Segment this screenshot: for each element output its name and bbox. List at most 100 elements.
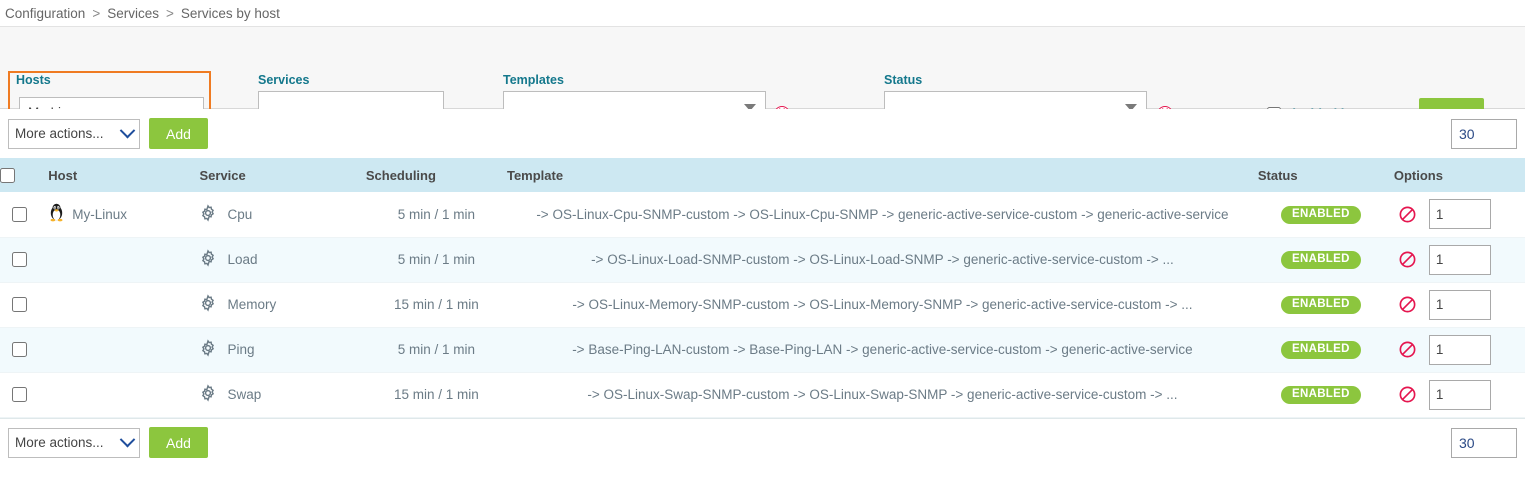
column-header-service: Service xyxy=(199,167,246,183)
service-name[interactable]: Memory xyxy=(227,297,277,312)
gear-icon xyxy=(199,249,217,270)
status-cell: ENABLED xyxy=(1257,237,1384,283)
add-button-bottom[interactable]: Add xyxy=(149,427,208,458)
row-select-cell xyxy=(0,327,39,373)
breadcrumb-separator: > xyxy=(165,5,174,21)
template-chain: -> OS-Linux-Swap-SNMP-custom -> OS-Linux… xyxy=(587,387,1178,402)
status-cell: ENABLED xyxy=(1257,372,1384,418)
row-checkbox[interactable] xyxy=(11,387,27,403)
service-cell: Cpu xyxy=(189,192,366,238)
select-all-checkbox[interactable] xyxy=(0,168,15,184)
scheduling-cell: 5 min / 1 min xyxy=(365,237,507,283)
table-row: Memory 15 min / 1 min -> OS-Linux-Memory-S… xyxy=(0,282,1525,328)
template-chain: -> OS-Linux-Memory-SNMP-custom -> OS-Lin… xyxy=(572,297,1193,312)
row-checkbox[interactable] xyxy=(11,252,27,268)
service-name[interactable]: Cpu xyxy=(227,206,253,222)
disable-icon[interactable] xyxy=(1398,295,1417,314)
filter-templates-label: Templates xyxy=(503,73,564,87)
more-actions-select-top[interactable]: More actions... xyxy=(8,118,140,149)
status-cell: ENABLED xyxy=(1257,327,1384,373)
template-chain: -> OS-Linux-Cpu-SNMP-custom -> OS-Linux-… xyxy=(536,206,1229,222)
option-number-input[interactable] xyxy=(1428,289,1491,320)
breadcrumb-item-configuration[interactable]: Configuration xyxy=(5,5,86,21)
service-cell: Ping xyxy=(189,327,366,373)
select-all-header xyxy=(0,158,39,192)
host-cell xyxy=(38,237,190,283)
row-select-cell xyxy=(0,192,39,238)
table-row: Ping 5 min / 1 min -> Base-Ping-LAN-custom… xyxy=(0,327,1525,373)
toolbar-bottom: More actions... Add 30 xyxy=(0,417,1525,467)
table-row: Swap 15 min / 1 min -> OS-Linux-Swap-SNMP-… xyxy=(0,372,1525,418)
disable-icon[interactable] xyxy=(1398,250,1417,269)
disable-icon[interactable] xyxy=(1398,340,1417,359)
page-size-value-bottom: 30 xyxy=(1459,434,1475,451)
disable-icon[interactable] xyxy=(1398,205,1417,224)
gear-icon xyxy=(199,204,217,225)
column-header-scheduling: Scheduling xyxy=(365,167,436,183)
column-header-status: Status xyxy=(1257,167,1298,183)
disable-icon[interactable] xyxy=(1398,385,1417,404)
status-cell: ENABLED xyxy=(1257,192,1384,238)
breadcrumb-item-services-by-host[interactable]: Services by host xyxy=(180,5,280,21)
status-badge: ENABLED xyxy=(1281,250,1361,270)
template-chain: -> OS-Linux-Load-SNMP-custom -> OS-Linux… xyxy=(591,252,1174,267)
service-cell: Swap xyxy=(189,372,366,418)
table-row: My-Linux Cpu 5 min / 1 min -> OS-Linux-Cpu-… xyxy=(0,192,1525,238)
filter-hosts-label: Hosts xyxy=(16,73,51,87)
table-header-row: Host Service Scheduling Template Status … xyxy=(0,158,1525,192)
scheduling-cell: 5 min / 1 min xyxy=(365,327,507,373)
row-select-cell xyxy=(0,237,39,283)
filter-hosts-group: Hosts xyxy=(16,73,51,91)
row-select-cell xyxy=(0,282,39,328)
row-checkbox[interactable] xyxy=(11,207,27,223)
template-chain: -> Base-Ping-LAN-custom -> Base-Ping-LAN… xyxy=(572,342,1193,357)
status-badge: ENABLED xyxy=(1281,205,1361,224)
column-header-template: Template xyxy=(506,167,564,183)
add-button-top[interactable]: Add xyxy=(149,118,208,149)
toolbar-top: More actions... Add 30 xyxy=(0,109,1525,158)
row-checkbox[interactable] xyxy=(11,297,27,313)
service-cell: Load xyxy=(189,237,366,283)
more-actions-value-bottom: More actions... xyxy=(15,435,104,450)
breadcrumb: Configuration > Services > Services by h… xyxy=(0,0,1525,27)
chevron-down-icon xyxy=(119,122,136,139)
filter-panel: Hosts Services Templates ✕ Status ✕ Disa… xyxy=(0,27,1525,139)
service-name[interactable]: Swap xyxy=(227,387,262,402)
scheduling-cell: 5 min / 1 min xyxy=(365,192,507,238)
option-number-input[interactable] xyxy=(1428,379,1491,410)
host-cell xyxy=(38,327,190,373)
service-name[interactable]: Load xyxy=(227,252,258,267)
linux-tux-icon xyxy=(48,203,65,225)
host-cell xyxy=(38,282,190,328)
status-badge: ENABLED xyxy=(1281,295,1361,315)
filter-status-label: Status xyxy=(884,73,923,87)
breadcrumb-item-services[interactable]: Services xyxy=(107,5,159,21)
chevron-down-icon xyxy=(119,431,136,448)
scheduling-cell: 15 min / 1 min xyxy=(365,372,507,418)
status-badge: ENABLED xyxy=(1281,385,1361,405)
more-actions-value-top: More actions... xyxy=(15,126,104,141)
scheduling-cell: 15 min / 1 min xyxy=(365,282,507,328)
table-row: Load 5 min / 1 min -> OS-Linux-Load-SNMP-c… xyxy=(0,237,1525,283)
gear-icon xyxy=(199,339,217,360)
template-cell: -> OS-Linux-Memory-SNMP-custom -> OS-Lin… xyxy=(506,282,1258,328)
template-cell: -> Base-Ping-LAN-custom -> Base-Ping-LAN… xyxy=(506,327,1258,373)
gear-icon xyxy=(199,294,217,315)
scheduling-value: 15 min / 1 min xyxy=(394,387,479,402)
row-checkbox[interactable] xyxy=(11,342,27,358)
host-name: My-Linux xyxy=(72,206,128,222)
option-number-input[interactable] xyxy=(1428,199,1491,230)
scheduling-value: 5 min / 1 min xyxy=(397,206,476,222)
page-size-select-bottom[interactable]: 30 xyxy=(1451,427,1517,458)
more-actions-select-bottom[interactable]: More actions... xyxy=(8,427,140,458)
service-name[interactable]: Ping xyxy=(227,342,255,357)
option-number-input[interactable] xyxy=(1428,334,1491,365)
host-cell xyxy=(38,372,190,418)
host-cell: My-Linux xyxy=(38,192,190,238)
options-cell xyxy=(1383,282,1525,328)
page-size-select-top[interactable]: 30 xyxy=(1451,118,1517,149)
option-number-input[interactable] xyxy=(1428,244,1491,275)
template-cell: -> OS-Linux-Cpu-SNMP-custom -> OS-Linux-… xyxy=(506,192,1258,238)
options-cell xyxy=(1383,327,1525,373)
scheduling-value: 15 min / 1 min xyxy=(394,297,479,312)
